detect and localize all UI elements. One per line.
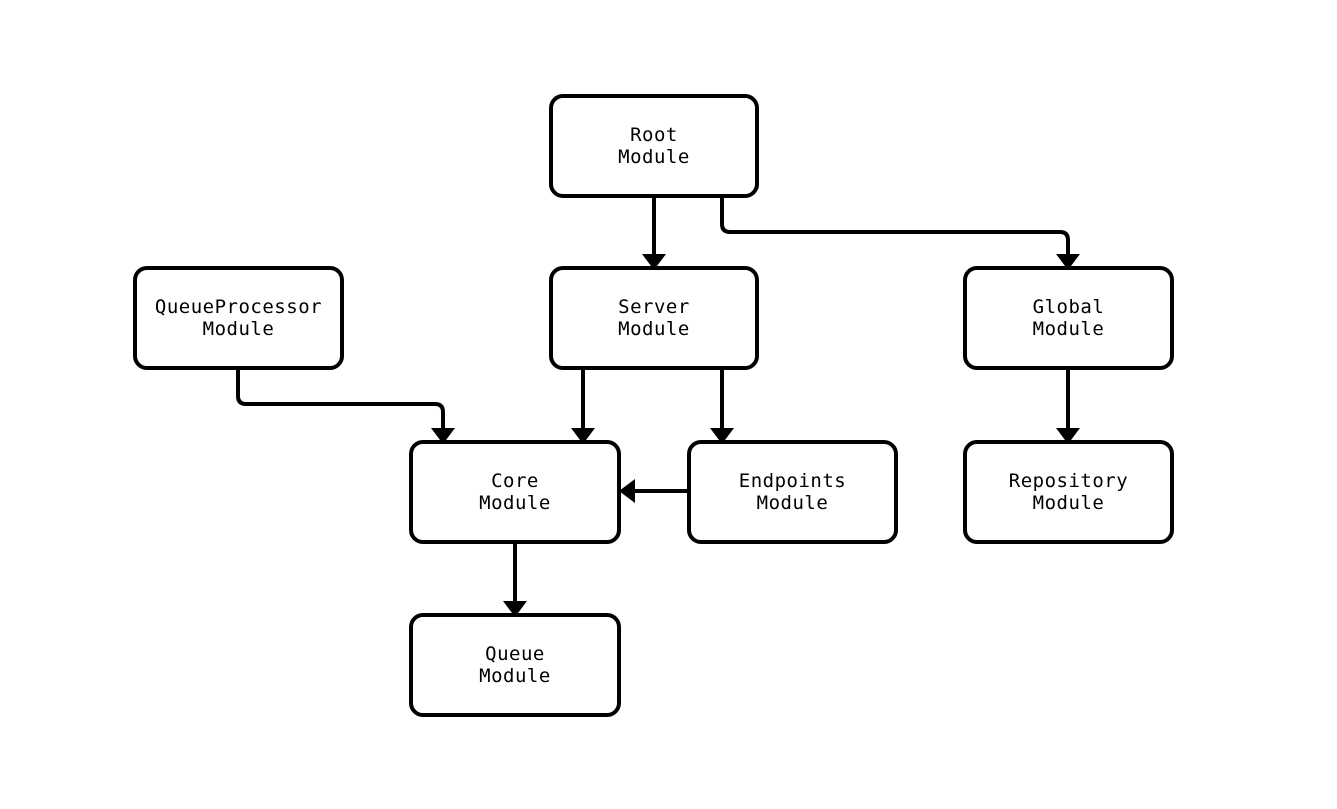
node-endpoints-module-label-line1: Endpoints — [738, 470, 847, 492]
node-repository-module[interactable]: Repository Module — [963, 440, 1174, 544]
node-endpoints-module-label-line2: Module — [756, 492, 829, 514]
node-repository-module-label-line2: Module — [1032, 492, 1105, 514]
node-global-module-label-line1: Global — [1032, 296, 1105, 318]
node-core-module[interactable]: Core Module — [409, 440, 621, 544]
node-core-module-label-line1: Core — [491, 470, 539, 492]
node-endpoints-module[interactable]: Endpoints Module — [687, 440, 898, 544]
node-queueprocessor-module-label-line1: QueueProcessor — [154, 296, 323, 318]
node-global-module-label-line2: Module — [1032, 318, 1105, 340]
node-global-module[interactable]: Global Module — [963, 266, 1174, 370]
node-repository-module-label-line1: Repository — [1008, 470, 1129, 492]
node-core-module-label-line2: Module — [479, 492, 551, 514]
node-queue-module-label-line1: Queue — [485, 643, 545, 665]
node-queueprocessor-module[interactable]: QueueProcessor Module — [133, 266, 344, 370]
edge-server-to-core — [571, 370, 595, 444]
node-server-module-label-line2: Module — [618, 318, 690, 340]
edge-endpoints-to-core — [619, 479, 689, 503]
node-root-module-label-line1: Root — [630, 124, 678, 146]
edge-server-to-endpoints — [710, 370, 734, 444]
node-queue-module-label-line2: Module — [479, 665, 551, 687]
node-server-module-label-line1: Server — [618, 296, 690, 318]
node-server-module[interactable]: Server Module — [549, 266, 759, 370]
node-root-module[interactable]: Root Module — [549, 94, 759, 198]
node-queueprocessor-module-label-line2: Module — [202, 318, 275, 340]
edge-global-to-repository — [1056, 370, 1080, 444]
node-root-module-label-line2: Module — [618, 146, 690, 168]
edge-core-to-queue — [503, 544, 527, 617]
edge-root-to-server — [642, 198, 666, 270]
node-queue-module[interactable]: Queue Module — [409, 613, 621, 717]
edge-root-to-global — [720, 198, 1080, 270]
edge-queueprocessor-to-core — [236, 370, 455, 444]
